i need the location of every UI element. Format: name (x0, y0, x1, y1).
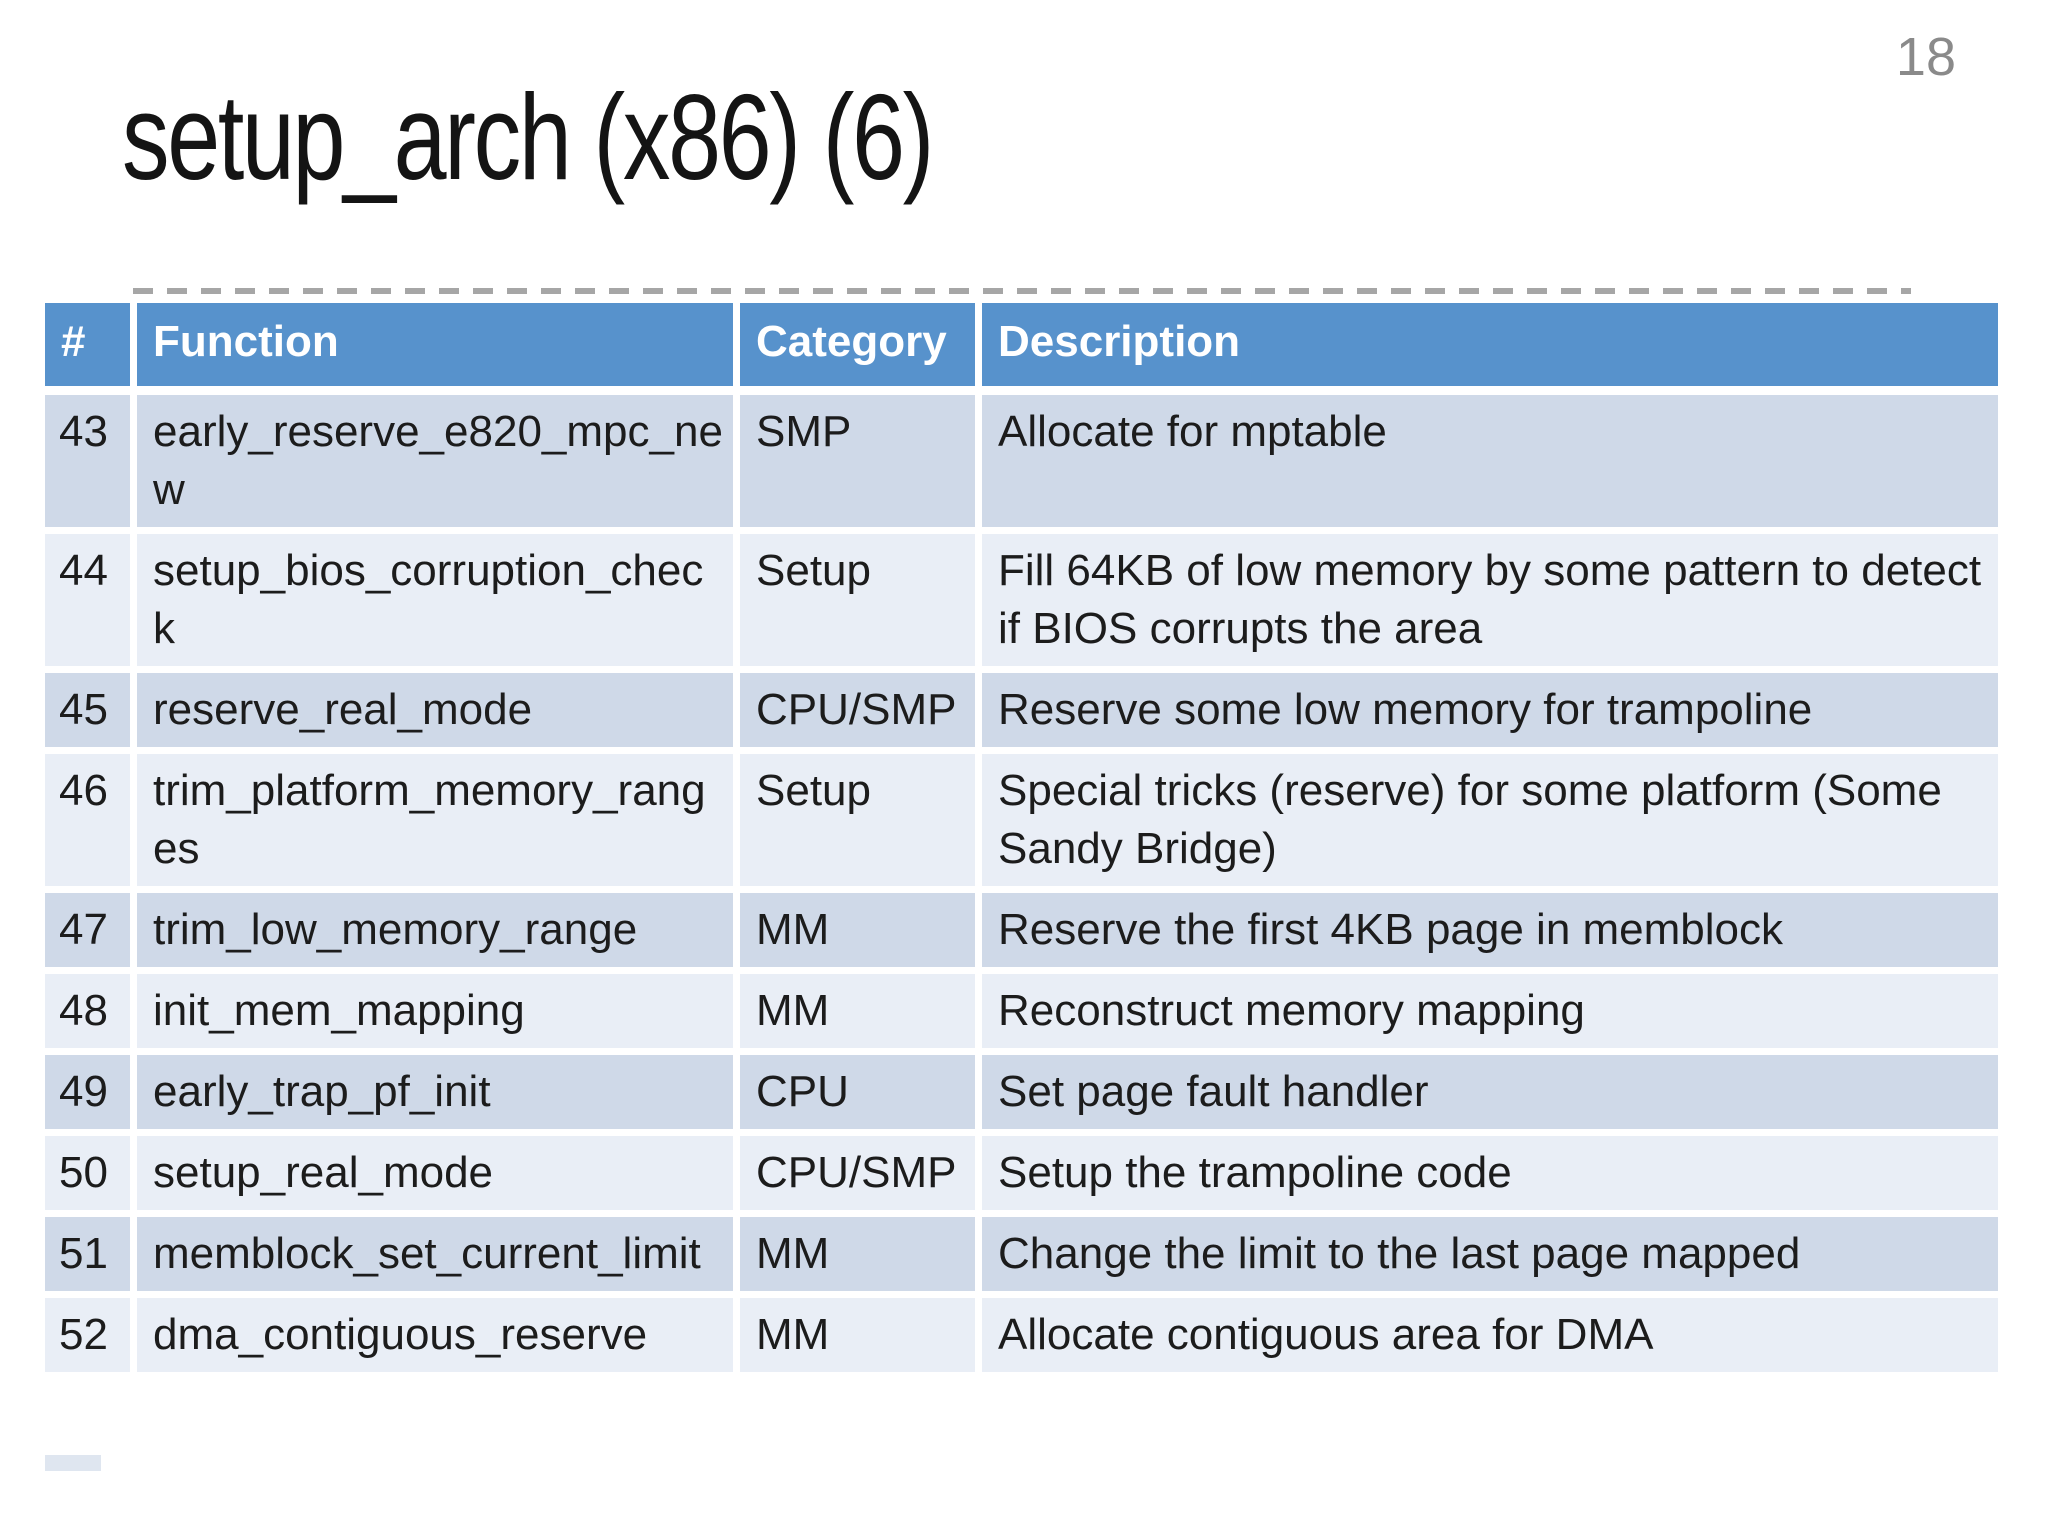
cell-category: MM (740, 1217, 982, 1298)
cell-description: Setup the trampoline code (982, 1136, 1998, 1217)
cell-category: Setup (740, 754, 982, 893)
cell-description: Change the limit to the last page mapped (982, 1217, 1998, 1298)
table-row: 45 reserve_real_mode CPU/SMP Reserve som… (45, 673, 1998, 754)
table-row: 48 init_mem_mapping MM Reconstruct memor… (45, 974, 1998, 1055)
cell-function: trim_low_memory_range (137, 893, 740, 974)
cell-function: dma_contiguous_reserve (137, 1298, 740, 1372)
cell-category: SMP (740, 395, 982, 534)
cell-num: 49 (45, 1055, 137, 1136)
cell-category: MM (740, 893, 982, 974)
cell-category: MM (740, 974, 982, 1055)
table-row: 51 memblock_set_current_limit MM Change … (45, 1217, 1998, 1298)
table-row: 47 trim_low_memory_range MM Reserve the … (45, 893, 1998, 974)
cell-num: 45 (45, 673, 137, 754)
cell-function: memblock_set_current_limit (137, 1217, 740, 1298)
table-row: 49 early_trap_pf_init CPU Set page fault… (45, 1055, 1998, 1136)
cell-num: 50 (45, 1136, 137, 1217)
cell-description: Allocate contiguous area for DMA (982, 1298, 1998, 1372)
cell-num: 44 (45, 534, 137, 673)
dashed-divider (133, 288, 1911, 294)
cell-function: trim_platform_memory_ranges (137, 754, 740, 893)
cell-num: 46 (45, 754, 137, 893)
column-header-description: Description (982, 303, 1998, 395)
column-header-num: # (45, 303, 137, 395)
cell-description: Reconstruct memory mapping (982, 974, 1998, 1055)
column-header-function: Function (137, 303, 740, 395)
function-table: # Function Category Description 43 early… (45, 303, 1998, 1372)
cell-description: Reserve the first 4KB page in memblock (982, 893, 1998, 974)
next-row-sliver (45, 1455, 101, 1471)
cell-function: setup_bios_corruption_check (137, 534, 740, 673)
cell-num: 52 (45, 1298, 137, 1372)
table-row: 52 dma_contiguous_reserve MM Allocate co… (45, 1298, 1998, 1372)
cell-description: Set page fault handler (982, 1055, 1998, 1136)
cell-description: Reserve some low memory for trampoline (982, 673, 1998, 754)
cell-num: 48 (45, 974, 137, 1055)
cell-num: 43 (45, 395, 137, 534)
cell-category: CPU/SMP (740, 673, 982, 754)
slide-title: setup_arch (x86) (6) (122, 69, 934, 205)
cell-function: early_reserve_e820_mpc_new (137, 395, 740, 534)
cell-description: Fill 64KB of low memory by some pattern … (982, 534, 1998, 673)
cell-category: MM (740, 1298, 982, 1372)
cell-category: Setup (740, 534, 982, 673)
cell-function: init_mem_mapping (137, 974, 740, 1055)
cell-num: 47 (45, 893, 137, 974)
cell-description: Special tricks (reserve) for some platfo… (982, 754, 1998, 893)
page-number: 18 (1895, 27, 1956, 87)
table-header-row: # Function Category Description (45, 303, 1998, 395)
cell-function: reserve_real_mode (137, 673, 740, 754)
cell-function: setup_real_mode (137, 1136, 740, 1217)
cell-function: early_trap_pf_init (137, 1055, 740, 1136)
cell-category: CPU (740, 1055, 982, 1136)
table-row: 50 setup_real_mode CPU/SMP Setup the tra… (45, 1136, 1998, 1217)
table-row: 46 trim_platform_memory_ranges Setup Spe… (45, 754, 1998, 893)
cell-category: CPU/SMP (740, 1136, 982, 1217)
table-row: 44 setup_bios_corruption_check Setup Fil… (45, 534, 1998, 673)
table-row: 43 early_reserve_e820_mpc_new SMP Alloca… (45, 395, 1998, 534)
column-header-category: Category (740, 303, 982, 395)
cell-num: 51 (45, 1217, 137, 1298)
cell-description: Allocate for mptable (982, 395, 1998, 534)
